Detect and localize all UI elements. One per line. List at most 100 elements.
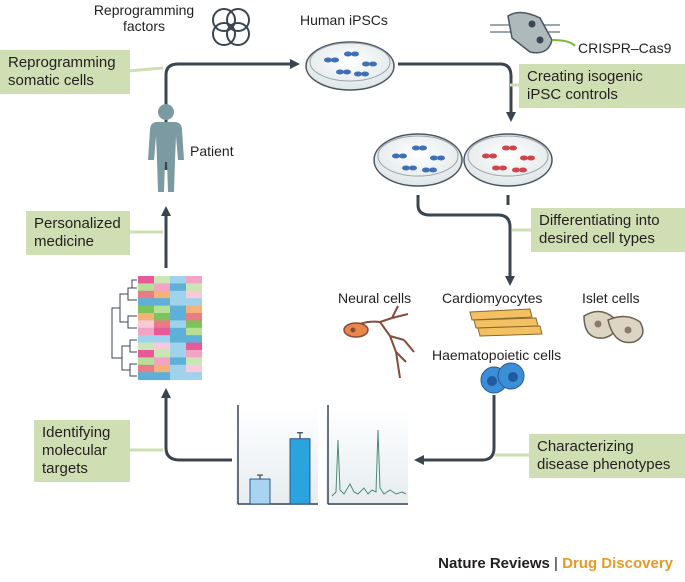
heatmap-cell [170, 313, 186, 321]
dendrogram [111, 279, 137, 377]
heatmap-cell [154, 290, 170, 299]
heatmap-cell [138, 335, 154, 344]
heatmap-cell [138, 276, 154, 284]
heatmap-cell [186, 276, 202, 284]
bar-chart-panel [236, 405, 318, 505]
heatmap-cell [186, 357, 202, 366]
heatmap-cell [154, 313, 170, 321]
journal-credit: Nature Reviews | Drug Discovery [438, 555, 673, 572]
heatmap-cell [170, 364, 186, 373]
heatmap-cell [170, 327, 186, 336]
heatmap-cell [154, 342, 170, 351]
credit-journal: Drug Discovery [562, 555, 673, 572]
heatmap-cell [186, 372, 202, 381]
heatmap-cell [138, 283, 154, 292]
human-ipscs-label: Human iPSCs [300, 12, 388, 28]
callout-reprogramming-somatic-cells: Reprogramming somatic cells [0, 50, 130, 94]
callout-line: desired cell types [539, 230, 655, 247]
heatmap-cell [154, 364, 170, 373]
heatmap-cell [170, 350, 186, 358]
heatmap-cell [186, 305, 202, 314]
crispr-label: CRISPR–Cas9 [578, 40, 672, 56]
heatmap-cell [138, 357, 154, 366]
heatmap-cell [154, 320, 170, 329]
isogenic-control-dishes [373, 133, 553, 187]
credit-brand: Nature Reviews [438, 555, 550, 572]
heatmap-cell [170, 305, 186, 314]
heatmap-cell [186, 335, 202, 344]
cardiomyocytes-label: Cardiomyocytes [442, 290, 543, 306]
heatmap-cell [170, 283, 186, 292]
heatmap-cell [138, 298, 154, 307]
heatmap-cell [138, 327, 154, 336]
heatmap-cell [138, 364, 154, 373]
callout-characterizing-disease-phenotypes: Characterizing disease phenotypes [529, 434, 685, 478]
credit-separator: | [554, 555, 558, 572]
heatmap-cell [170, 298, 186, 307]
heatmap-cell [186, 327, 202, 336]
bar-error-2 [297, 432, 303, 439]
neural-cell-icon [343, 305, 415, 379]
callout-line: Differentiating into [539, 212, 660, 229]
callout-line: Identifying [42, 424, 111, 441]
heatmap-cell [186, 313, 202, 321]
heatmap-cell [138, 305, 154, 314]
heatmap-cell [186, 342, 202, 351]
cycle-arrows [161, 59, 516, 465]
heatmap-cell [138, 313, 154, 321]
heatmap-cell [154, 305, 170, 314]
heatmap-cell [170, 357, 186, 366]
callout-line: medicine [34, 233, 95, 250]
heatmap-cell [154, 335, 170, 344]
heatmap-cell [154, 298, 170, 307]
heatmap-cell [138, 342, 154, 351]
heatmap-cell [154, 327, 170, 336]
neural-cells-label: Neural cells [338, 290, 412, 306]
heatmap-icon [111, 276, 202, 381]
heatmap-cell [186, 290, 202, 299]
callout-line: molecular [42, 442, 108, 459]
heatmap-cell [170, 290, 186, 299]
heatmap-cell [170, 276, 186, 284]
phenotype-trace-line [331, 429, 407, 497]
heatmap-cell [154, 350, 170, 358]
crispr-cas9-icon [490, 11, 576, 54]
heatmap-cell [170, 372, 186, 381]
heatmap-cell [186, 283, 202, 292]
callout-line: disease phenotypes [537, 456, 671, 473]
heatmap-cell [186, 298, 202, 307]
heatmap-cell [170, 335, 186, 344]
callout-personalized-medicine: Personalized medicine [26, 211, 130, 255]
heatmap-cell [170, 320, 186, 329]
haematopoietic-cells-label: Haematopoietic cells [432, 347, 562, 363]
callout-line: targets [42, 460, 88, 477]
bar-error-1 [257, 474, 263, 480]
callout-line: Reprogramming [8, 54, 116, 71]
heatmap-cell [154, 283, 170, 292]
haematopoietic-cell-icon [480, 362, 525, 394]
phenotype-trace-panel [326, 405, 408, 505]
heatmap-cell [186, 350, 202, 358]
heatmap-cell [154, 372, 170, 381]
callout-line: somatic cells [8, 72, 94, 89]
callout-line: Personalized [34, 215, 121, 232]
heatmap-cell [186, 320, 202, 329]
patient-figure-icon [148, 104, 184, 192]
heatmap-cell [186, 364, 202, 373]
heatmap-cell [138, 290, 154, 299]
heatmap-cell [154, 276, 170, 284]
callout-connectors [127, 66, 531, 457]
callout-line: iPSC controls [527, 86, 618, 103]
ipsc-dish-icon [305, 41, 395, 91]
callout-creating-isogenic-controls: Creating isogenic iPSC controls [519, 64, 685, 108]
heatmap-cell [138, 350, 154, 358]
heatmap-cell [154, 357, 170, 366]
callout-identifying-molecular-targets: Identifying molecular targets [34, 420, 130, 482]
islet-cell-icon [583, 310, 644, 344]
cardiomyocyte-icon [469, 308, 543, 337]
callout-line: Characterizing [537, 438, 634, 455]
heatmap-cell [138, 372, 154, 381]
islet-cells-label: Islet cells [582, 290, 640, 306]
bar-2 [289, 438, 311, 505]
